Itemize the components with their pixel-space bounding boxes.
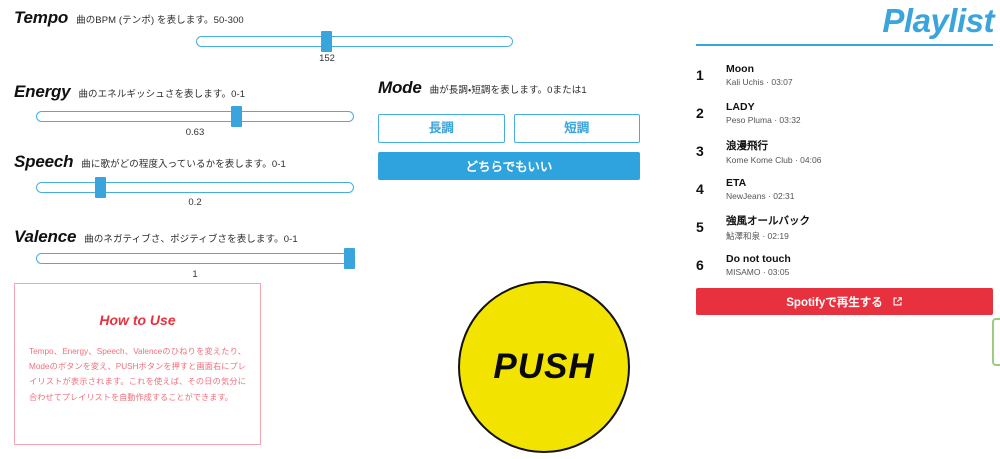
mode-button-minor[interactable]: 短調	[513, 114, 640, 143]
track-title: ETA	[726, 177, 747, 189]
how-to-use-panel: How to Use Tempo、Energy、Speech、Valenceのひ…	[14, 283, 261, 445]
param-title-speech: Speech	[14, 152, 74, 171]
slider-thumb-speech[interactable]	[95, 177, 106, 198]
param-header-energy: Energy 曲のエネルギッシュさを表します。0-1	[14, 82, 245, 102]
param-title-energy: Energy	[14, 82, 71, 101]
track-subtitle: Kali Uchis · 03:07	[726, 77, 793, 87]
param-title-valence: Valence	[14, 227, 77, 246]
slider-value-tempo: 152	[319, 53, 335, 64]
param-header-valence: Valence 曲のネガティブさ、ポジティブさを表します。0-1	[14, 227, 298, 247]
slider-track-energy[interactable]	[36, 111, 354, 122]
param-description-tempo: 曲のBPM (テンポ) を表します。50-300	[76, 15, 244, 26]
mode-button-major[interactable]: 長調	[378, 114, 505, 143]
track-index: 5	[696, 219, 704, 235]
param-title-mode: Mode	[378, 78, 422, 97]
slider-track-speech[interactable]	[36, 182, 354, 193]
param-header-tempo: Tempo 曲のBPM (テンポ) を表します。50-300	[14, 8, 244, 28]
track-row[interactable]: 5 強風オールバック 鮎澤和泉 · 02:19	[696, 208, 1000, 246]
track-title: Moon	[726, 63, 754, 75]
spotify-play-button[interactable]: Spotifyで再生する	[696, 288, 993, 315]
playlist-panel: Playlist 1 Moon Kali Uchis · 03:07 2 LAD…	[690, 0, 1000, 459]
track-index: 1	[696, 67, 704, 83]
slider-track-fill-energy	[38, 113, 352, 120]
track-subtitle: MISAMO · 03:05	[726, 267, 790, 277]
slider-thumb-energy[interactable]	[231, 106, 242, 127]
track-meta: ETA NewJeans · 02:31	[726, 177, 795, 201]
track-title: 強風オールバック	[726, 214, 810, 227]
track-subtitle: NewJeans · 02:31	[726, 191, 795, 201]
slider-thumb-tempo[interactable]	[321, 31, 332, 52]
param-description-mode: 曲が長調・短調を表します。0または1	[429, 85, 587, 96]
track-index: 6	[696, 257, 704, 273]
how-to-use-title: How to Use	[99, 312, 176, 328]
track-title: LADY	[726, 101, 755, 113]
how-to-use-body: Tempo、Energy、Speech、Valenceのひねりを変えたり、Mod…	[29, 347, 246, 402]
spotify-play-label: Spotifyで再生する	[786, 296, 883, 309]
track-row[interactable]: 4 ETA NewJeans · 02:31	[696, 170, 1000, 208]
track-subtitle: Kome Kome Club · 04:06	[726, 154, 822, 165]
track-subtitle: Peso Pluma · 03:32	[726, 115, 801, 125]
track-index: 4	[696, 181, 704, 197]
param-description-valence: 曲のネガティブさ、ポジティブさを表します。0-1	[84, 234, 298, 245]
track-meta: LADY Peso Pluma · 03:32	[726, 101, 801, 125]
push-button[interactable]: PUSH	[458, 281, 630, 453]
track-meta: Moon Kali Uchis · 03:07	[726, 63, 793, 87]
offscreen-green-card	[992, 318, 1000, 366]
playlist-divider	[696, 44, 993, 46]
track-meta: Do not touch MISAMO · 03:05	[726, 253, 791, 277]
controls-panel: Tempo 曲のBPM (テンポ) を表します。50-300 152 Energ…	[14, 8, 640, 453]
param-header-mode: Mode 曲が長調・短調を表します。0または1	[378, 78, 640, 98]
slider-track-fill-speech	[38, 184, 352, 191]
mode-button-row: 長調 短調	[378, 114, 640, 143]
slider-value-energy: 0.63	[185, 127, 205, 138]
external-link-icon	[892, 296, 903, 307]
param-description-speech: 曲に歌がどの程度入っているかを表します。0-1	[81, 159, 286, 170]
track-meta: 浪漫飛行 Kome Kome Club · 04:06	[726, 138, 821, 165]
param-title-tempo: Tempo	[14, 8, 69, 27]
slider-track-fill-tempo	[198, 38, 511, 45]
track-row[interactable]: 1 Moon Kali Uchis · 03:07	[696, 56, 1000, 94]
mode-section: Mode 曲が長調・短調を表します。0または1 長調 短調 どちらでもいい	[378, 78, 640, 180]
param-description-energy: 曲のエネルギッシュさを表します。0-1	[78, 89, 246, 100]
mode-button-either[interactable]: どちらでもいい	[378, 152, 640, 180]
track-meta: 強風オールバック 鮎澤和泉 · 02:19	[726, 213, 810, 242]
track-row[interactable]: 3 浪漫飛行 Kome Kome Club · 04:06	[696, 132, 1000, 170]
slider-track-tempo[interactable]	[196, 36, 513, 47]
playlist-title: Playlist	[882, 2, 994, 39]
slider-track-valence[interactable]	[36, 253, 354, 264]
track-index: 2	[696, 105, 704, 121]
track-subtitle: 鮎澤和泉 · 02:19	[726, 230, 789, 241]
param-header-speech: Speech 曲に歌がどの程度入っているかを表します。0-1	[14, 152, 286, 172]
track-title: 浪漫飛行	[726, 139, 768, 152]
push-button-label: PUSH	[493, 347, 595, 386]
playlist-track-list: 1 Moon Kali Uchis · 03:07 2 LADY Peso Pl…	[696, 56, 1000, 284]
slider-thumb-valence[interactable]	[344, 248, 355, 269]
slider-value-speech: 0.2	[188, 197, 202, 208]
track-row[interactable]: 6 Do not touch MISAMO · 03:05	[696, 246, 1000, 284]
track-row[interactable]: 2 LADY Peso Pluma · 03:32	[696, 94, 1000, 132]
track-title: Do not touch	[726, 253, 791, 265]
slider-value-valence: 1	[192, 269, 198, 280]
slider-track-fill-valence	[38, 255, 352, 262]
track-index: 3	[696, 143, 704, 159]
